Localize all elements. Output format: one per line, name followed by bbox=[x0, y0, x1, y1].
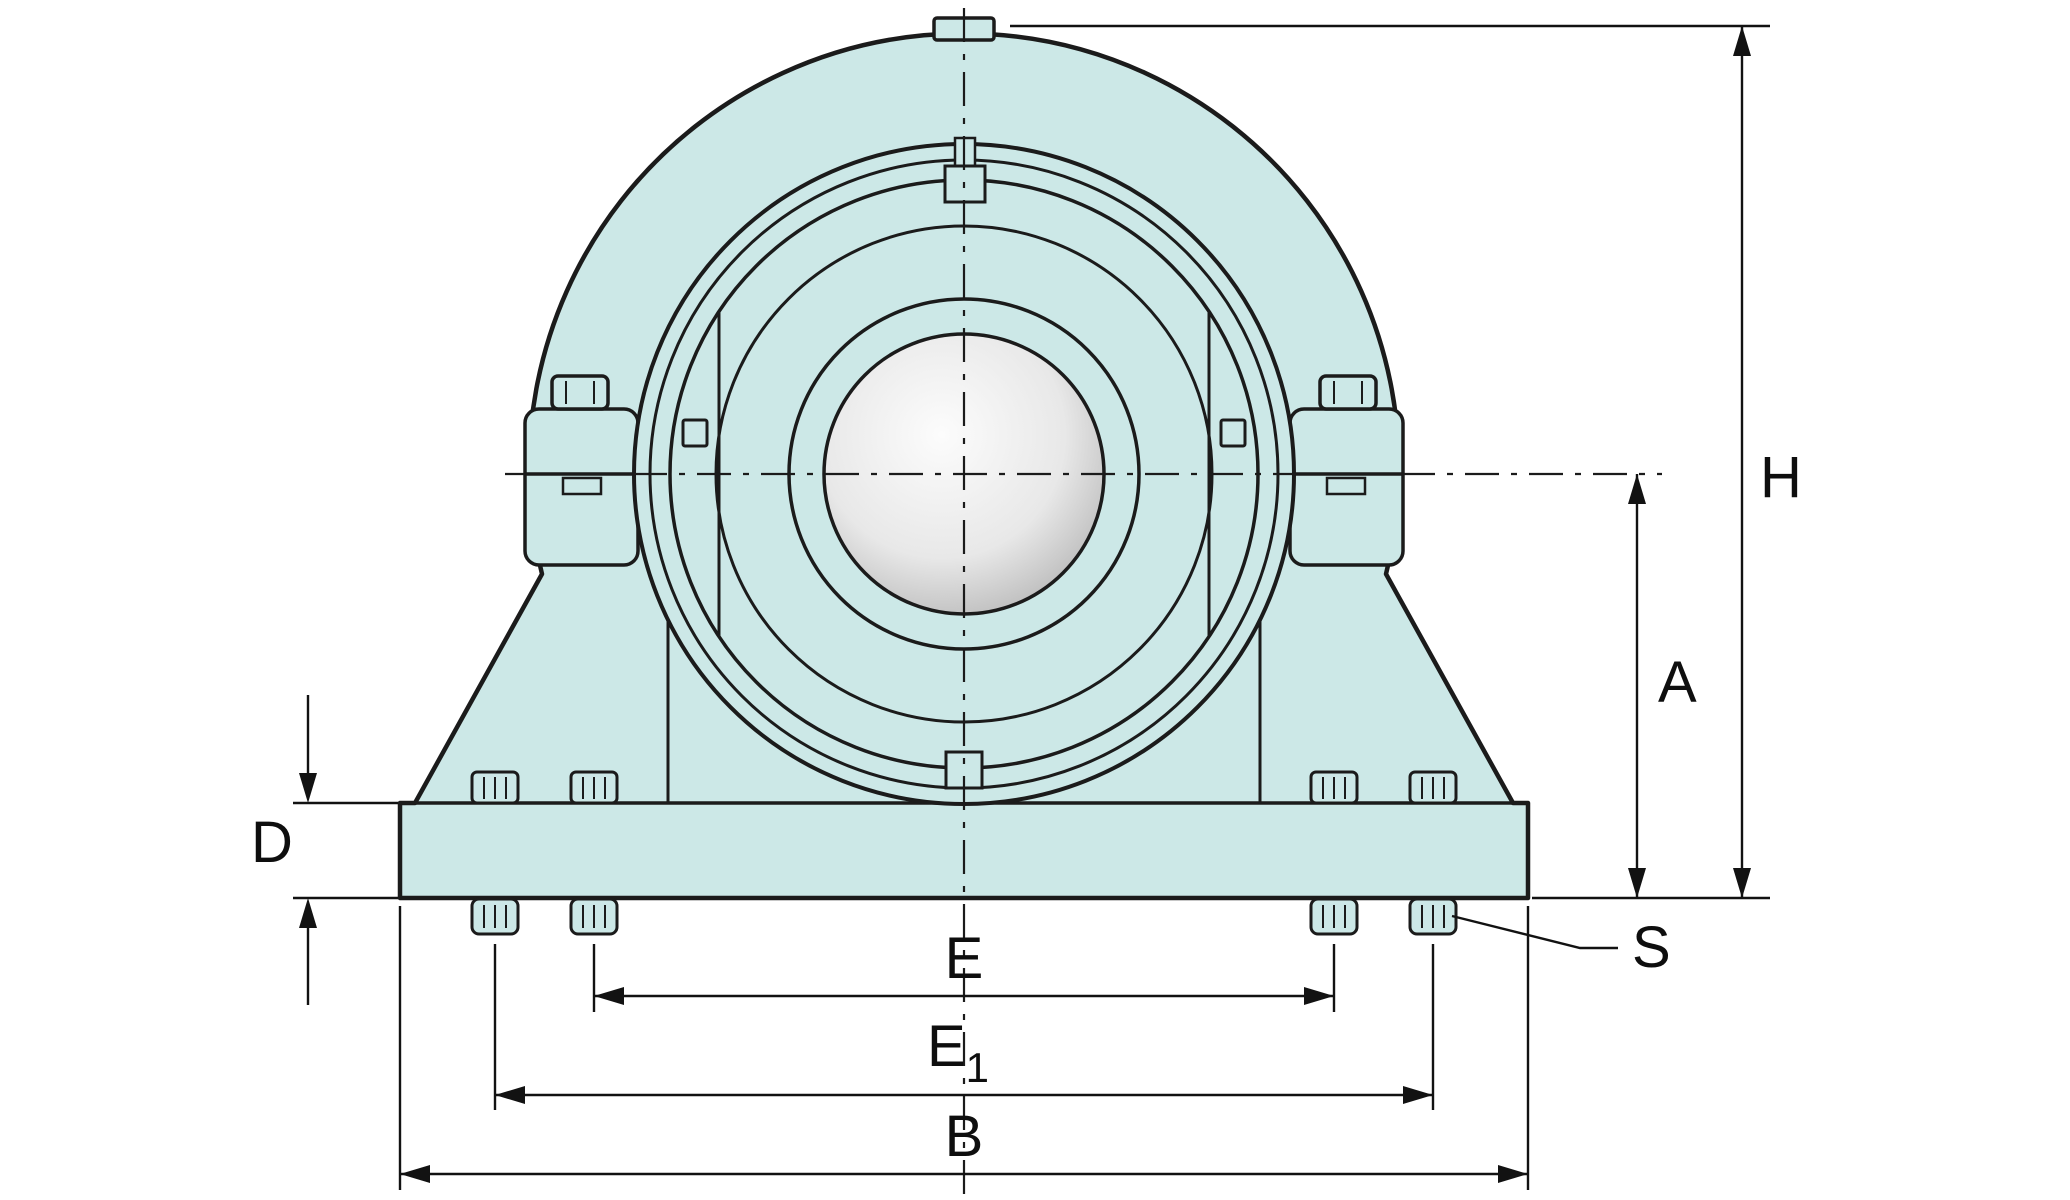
cap-bolt-left bbox=[550, 374, 610, 496]
locating-tab-left bbox=[681, 418, 709, 448]
dim-arrow bbox=[1733, 26, 1751, 56]
dim-arrow bbox=[1304, 987, 1334, 1005]
dim-arrow bbox=[1403, 1086, 1433, 1104]
dim-arrow bbox=[495, 1086, 525, 1104]
cap-bolt-nut bbox=[561, 476, 603, 496]
dimensions bbox=[293, 24, 1770, 1190]
dimension-labels: H A D E E1 B S bbox=[251, 445, 1802, 1169]
base-stud-bottom-outer-right bbox=[1408, 897, 1458, 936]
dim-arrow bbox=[400, 1165, 430, 1183]
dim-label-e1-main: E bbox=[927, 1014, 966, 1079]
cap-bolt-nut bbox=[1325, 476, 1367, 496]
dim-label-base-width: B bbox=[945, 1104, 984, 1169]
dim-arrow bbox=[1628, 474, 1646, 504]
dim-arrow bbox=[1628, 868, 1646, 898]
dim-arrow bbox=[1498, 1165, 1528, 1183]
dim-arrow bbox=[299, 773, 317, 803]
base-stud-top-outer-right bbox=[1408, 770, 1458, 805]
dim-label-bolt-spacing-inner: E bbox=[945, 926, 984, 991]
dim-label-center-height: A bbox=[1658, 650, 1697, 715]
base-stud-top-inner-left bbox=[569, 770, 619, 805]
base-stud-top-inner-right bbox=[1309, 770, 1359, 805]
dim-arrow bbox=[594, 987, 624, 1005]
leader-line-S bbox=[1451, 914, 1618, 950]
base-stud-bottom-inner-right bbox=[1309, 897, 1359, 936]
centerlines bbox=[505, 8, 1662, 1196]
cap-bolt-right bbox=[1318, 374, 1378, 496]
cap-bolt-head bbox=[550, 374, 610, 411]
base-stud-bottom-outer-left bbox=[470, 897, 520, 936]
dim-arrow bbox=[299, 898, 317, 928]
dim-label-height-total: H bbox=[1760, 445, 1802, 510]
locating-tab-right bbox=[1219, 418, 1247, 448]
dim-label-e1-subscript: 1 bbox=[966, 1044, 989, 1091]
dim-label-bolt-spacing-outer: E1 bbox=[927, 1014, 989, 1091]
base-stud-bottom-inner-left bbox=[569, 897, 619, 936]
base-stud-top-outer-left bbox=[470, 770, 520, 805]
dim-label-fixing-bolt: S bbox=[1632, 915, 1671, 980]
dim-arrow bbox=[1733, 868, 1751, 898]
dim-label-base-thickness: D bbox=[251, 810, 293, 875]
cap-bolt-head bbox=[1318, 374, 1378, 411]
